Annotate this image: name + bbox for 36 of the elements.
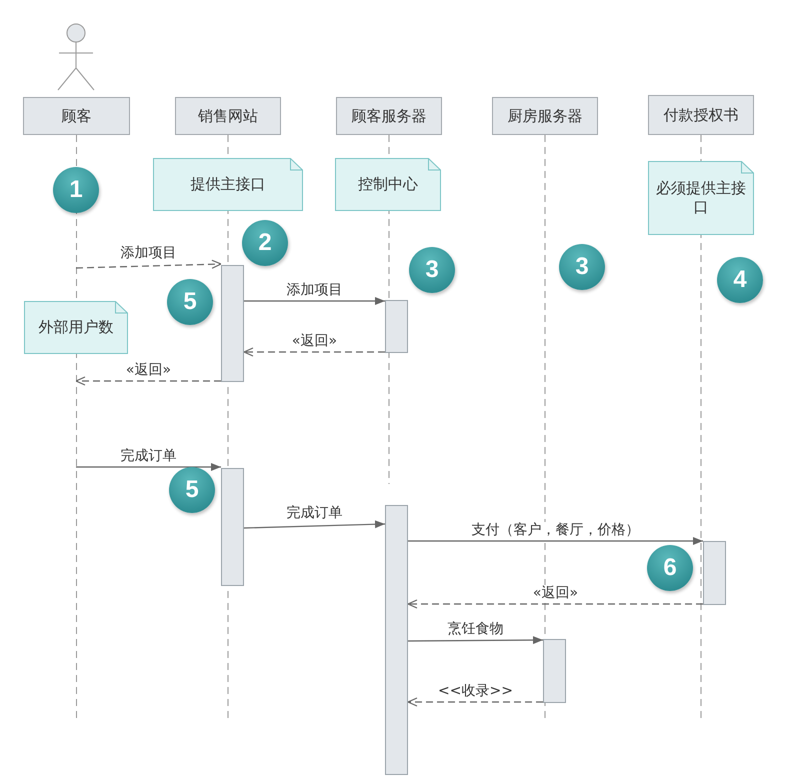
step-number: 3 — [409, 247, 455, 293]
activation-bar — [221, 265, 244, 382]
message-arrow — [408, 537, 703, 545]
note: 控制中心 — [335, 158, 441, 211]
message-arrow — [244, 297, 385, 305]
note: 必须提供主接口 — [648, 161, 754, 235]
message-arrow — [243, 347, 385, 357]
step-number: 5 — [169, 467, 215, 513]
lifeline-header: 付款授权书 — [648, 95, 754, 135]
step-number: 4 — [717, 257, 763, 303]
message-arrow — [408, 636, 543, 644]
message-arrow — [76, 463, 221, 471]
activation-bar — [385, 300, 408, 353]
note: 提供主接口 — [153, 158, 303, 211]
message-arrow — [76, 260, 222, 269]
step-number: 3 — [559, 244, 605, 290]
lifeline-header: 顾客服务器 — [336, 97, 442, 135]
activation-bar — [385, 505, 408, 775]
note: 外部用户数 — [24, 301, 128, 354]
message-arrow — [75, 376, 221, 386]
message-label: 烹饪食物 — [446, 621, 506, 637]
activation-bar — [703, 541, 726, 605]
message-arrow — [244, 520, 386, 529]
lifeline-header: 厨房服务器 — [492, 97, 598, 135]
step-number: 1 — [53, 167, 99, 213]
lifeline-header: 顾客 — [23, 97, 130, 135]
activation-bar — [221, 468, 244, 586]
message-arrow — [407, 599, 703, 609]
step-number: 5 — [167, 279, 213, 325]
activation-bar — [543, 639, 566, 703]
step-number: 6 — [647, 545, 693, 591]
message-label: 完成订单 — [284, 505, 344, 521]
lifeline-header: 销售网站 — [175, 97, 281, 135]
message-label: 完成订单 — [118, 448, 178, 464]
step-number: 2 — [242, 220, 288, 266]
message-arrow — [407, 697, 543, 707]
